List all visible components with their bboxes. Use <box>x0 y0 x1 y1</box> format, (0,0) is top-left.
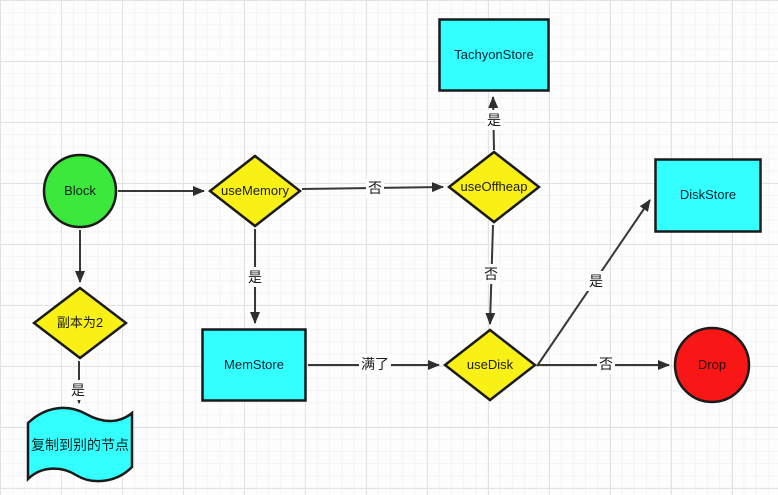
diamond-shape <box>447 150 541 224</box>
rect-shape <box>438 18 550 92</box>
node-label: useOffheap <box>460 178 528 194</box>
node-use-disk: useDisk <box>443 328 537 402</box>
circle-shape <box>42 153 118 229</box>
edge-label-usememory-yes: 是 <box>246 267 264 287</box>
node-label: Drop <box>697 356 727 372</box>
node-label: Block <box>64 182 96 198</box>
node-tachyon-store: TachyonStore <box>438 18 550 92</box>
node-disk-store: DiskStore <box>654 158 762 233</box>
node-mem-store: MemStore <box>201 328 307 402</box>
wave-shape <box>26 406 134 483</box>
diamond-shape <box>32 286 128 360</box>
edge-label-usedisk-yes: 是 <box>587 271 605 291</box>
node-label: 复制到别的节点 <box>31 436 129 453</box>
edge-label-usedisk-no: 否 <box>597 354 615 374</box>
node-label: TachyonStore <box>454 46 534 62</box>
diamond-shape <box>443 328 537 402</box>
node-drop: Drop <box>673 326 751 404</box>
circle-shape <box>673 326 751 404</box>
node-label: 副本为2 <box>56 314 104 330</box>
edge-label-useoffheap-no: 否 <box>482 264 500 284</box>
rect-shape <box>201 328 307 402</box>
rect-shape <box>654 158 762 233</box>
node-copy-note: 复制到别的节点 <box>24 404 136 486</box>
edge-label-useoffheap-yes: 是 <box>485 110 503 130</box>
node-label: DiskStore <box>679 187 737 203</box>
node-label: useDisk <box>466 356 514 372</box>
edge-label-replica-yes: 是 <box>69 380 87 400</box>
node-replica: 副本为2 <box>32 286 128 360</box>
node-label: MemStore <box>224 356 284 372</box>
node-block: Block <box>42 153 118 229</box>
edge-label-memstore-full: 满了 <box>359 354 391 374</box>
edge-label-usememory-no: 否 <box>366 178 384 198</box>
node-use-memory: useMemory <box>208 154 302 228</box>
node-use-offheap: useOffheap <box>447 150 541 224</box>
node-label: useMemory <box>221 182 289 198</box>
diamond-shape <box>208 154 302 228</box>
